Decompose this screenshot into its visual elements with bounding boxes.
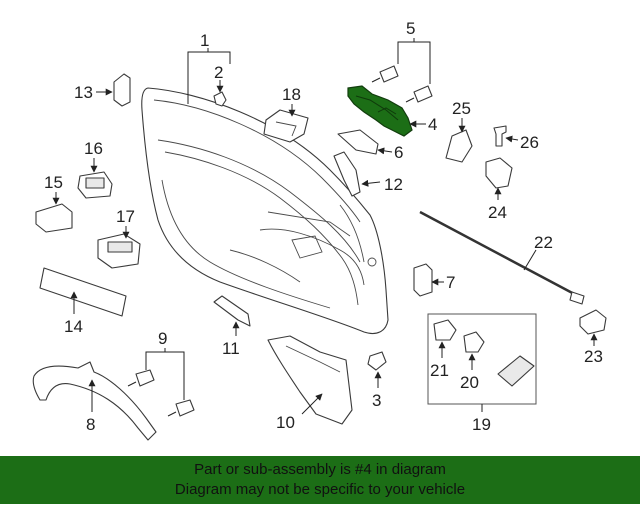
part-15-switch	[35, 203, 73, 233]
banner-line-2: Diagram may not be specific to your vehi…	[174, 481, 466, 498]
part-21-cover	[433, 319, 457, 341]
callout-2[interactable]: 2	[214, 63, 223, 82]
highlighted-part-4[interactable]	[347, 85, 413, 137]
part-12-bezel	[333, 151, 361, 197]
part-9-screws	[127, 369, 195, 417]
callout-26[interactable]: 26	[520, 133, 539, 152]
part-24-bracket	[485, 157, 513, 189]
callout-9[interactable]: 9	[158, 329, 167, 348]
part-23-clip	[579, 309, 607, 335]
part-13-bracket	[113, 73, 131, 107]
callout-6[interactable]: 6	[394, 143, 403, 162]
part-22-rod	[419, 210, 585, 305]
callout-1[interactable]: 1	[200, 31, 209, 50]
part-11-clip	[213, 295, 251, 327]
part-20-bulb	[463, 331, 485, 353]
callout-16[interactable]: 16	[84, 139, 103, 158]
callout-23[interactable]: 23	[584, 347, 603, 366]
callout-21[interactable]: 21	[430, 361, 449, 380]
part-3-screw	[367, 351, 387, 371]
callout-10[interactable]: 10	[276, 413, 295, 432]
callout-7[interactable]: 7	[446, 273, 455, 292]
callout-22[interactable]: 22	[534, 233, 553, 252]
part-26-clip	[493, 125, 507, 147]
banner-line-1: Part or sub-assembly is #4 in diagram	[194, 461, 446, 478]
callout-25[interactable]: 25	[452, 99, 471, 118]
part-16-switch	[77, 171, 113, 199]
part-8-handle	[32, 361, 157, 441]
door-trim-panel	[141, 87, 389, 335]
part-2-clip	[213, 91, 227, 107]
part-6-trim	[337, 129, 379, 155]
part-18-panel	[263, 109, 309, 143]
callout-8[interactable]: 8	[86, 415, 95, 434]
callout-5[interactable]: 5	[406, 19, 415, 38]
part-14-strip	[39, 267, 127, 317]
leader-lines	[52, 38, 598, 415]
parts-diagram: 1 2 3 4 5 6 7 8 9 10 11 12 13 14 15 16 1…	[32, 19, 607, 441]
part-19-lamp	[497, 355, 535, 387]
callout-13[interactable]: 13	[74, 83, 93, 102]
info-banner: Part or sub-assembly is #4 in diagram Di…	[0, 456, 640, 504]
callout-3[interactable]: 3	[372, 391, 381, 410]
part-7-sensor	[413, 263, 433, 297]
callout-12[interactable]: 12	[384, 175, 403, 194]
part-25-bracket	[445, 129, 473, 163]
part-17-switch	[97, 233, 141, 269]
callout-15[interactable]: 15	[44, 173, 63, 192]
callout-14[interactable]: 14	[64, 317, 83, 336]
callout-11[interactable]: 11	[222, 339, 240, 358]
callout-19[interactable]: 19	[472, 415, 491, 434]
part-5-screws	[371, 65, 433, 103]
callout-17[interactable]: 17	[116, 207, 135, 226]
callout-labels: 1 2 3 4 5 6 7 8 9 10 11 12 13 14 15 16 1…	[44, 19, 603, 434]
callout-20[interactable]: 20	[460, 373, 479, 392]
part-10-pocket	[267, 335, 353, 425]
callout-4[interactable]: 4	[428, 115, 437, 134]
callout-24[interactable]: 24	[488, 203, 507, 222]
callout-18[interactable]: 18	[282, 85, 301, 104]
